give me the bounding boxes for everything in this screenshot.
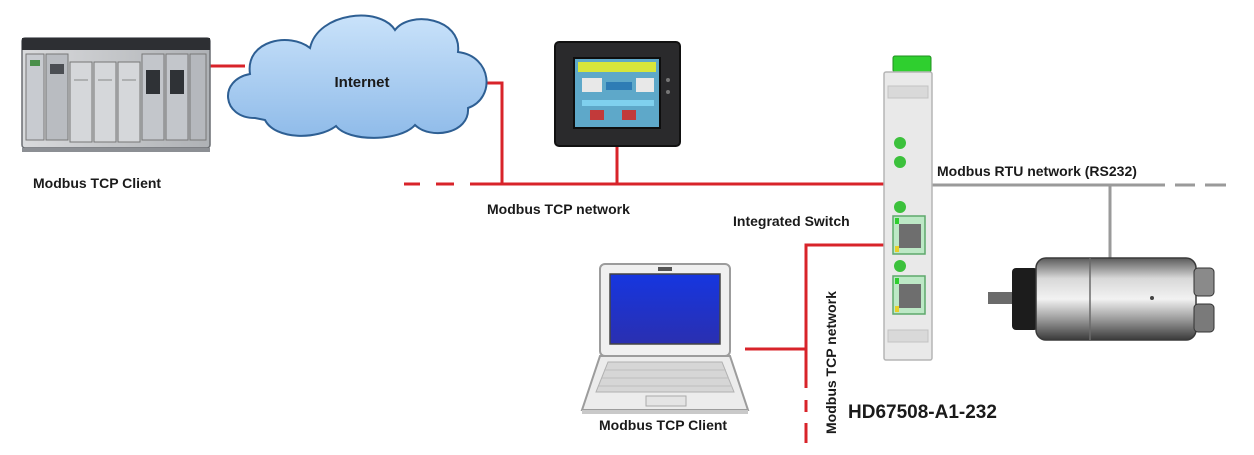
ethernet-port-1	[892, 215, 926, 255]
cloud-label: Internet	[334, 74, 389, 91]
laptop-client-label: Modbus TCP Client	[599, 417, 728, 433]
status-led-3	[894, 201, 906, 213]
laptop-icon	[580, 263, 750, 414]
gateway-model-label: HD67508-A1-232	[848, 402, 997, 423]
hmi-panel-icon	[554, 41, 681, 147]
internet-cloud-icon: Internet	[227, 14, 488, 139]
plc-client-label: Modbus TCP Client	[33, 175, 162, 191]
rtu-network-line	[930, 183, 1226, 258]
plc-rack-icon	[21, 37, 211, 152]
ethernet-port-2	[892, 275, 926, 315]
status-led-4	[894, 260, 906, 272]
gateway-device-icon	[883, 55, 933, 361]
status-led-2	[894, 156, 906, 168]
rtu-network-label: Modbus RTU network (RS232)	[937, 163, 1137, 179]
integrated-switch-label: Integrated Switch	[733, 213, 850, 229]
tcp-network-line	[208, 64, 884, 443]
tcp-network-label: Modbus TCP network	[487, 201, 630, 217]
status-led-1	[894, 137, 906, 149]
tcp-network-vertical-label: Modbus TCP network	[823, 291, 839, 434]
encoder-sensor-icon	[988, 257, 1215, 341]
